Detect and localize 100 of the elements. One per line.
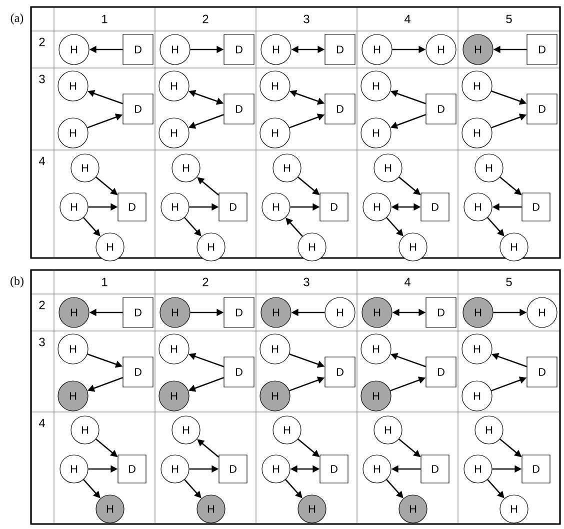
arrow <box>197 439 220 458</box>
square-node: D <box>526 94 558 124</box>
square-node: D <box>426 94 456 124</box>
circle-node: H <box>96 232 124 262</box>
arrow <box>197 177 220 196</box>
square-node: D <box>224 297 254 328</box>
circle-node: H <box>196 232 226 262</box>
circle-node: H <box>260 118 290 148</box>
circle-node: H <box>58 334 88 364</box>
circle-node: H <box>374 416 402 444</box>
circle-node: H <box>360 380 392 412</box>
header-number: 3 <box>39 338 45 346</box>
panel-label: (b) <box>10 276 24 288</box>
square-node: D <box>522 192 550 222</box>
square-node: D <box>526 356 558 388</box>
header-number: 2 <box>39 300 45 310</box>
circle-node: H <box>160 192 190 222</box>
circle-node: H <box>60 454 88 484</box>
square-node: D <box>522 454 550 484</box>
square-node: D <box>324 356 356 388</box>
circle-node: H <box>262 192 290 222</box>
circle-node: H <box>260 334 290 364</box>
circle-node: H <box>374 154 402 182</box>
square-node: D <box>320 192 348 222</box>
square-node: D <box>122 34 154 65</box>
circle-node: H <box>426 34 456 65</box>
circle-node: H <box>362 297 392 328</box>
circle-node: H <box>158 70 190 102</box>
circle-node: H <box>260 297 292 328</box>
header-number: 2 <box>202 278 208 286</box>
circle-node: H <box>58 297 90 328</box>
circle-node: H <box>462 334 492 364</box>
square-node: D <box>426 356 456 388</box>
circle-node: H <box>60 192 88 222</box>
circle-node: H <box>196 494 226 524</box>
circle-node: H <box>474 416 504 444</box>
header-number: 4 <box>38 418 45 428</box>
circle-node: H <box>362 34 392 65</box>
circle-node: H <box>160 454 190 484</box>
circle-node: H <box>360 334 392 364</box>
header-number: 1 <box>102 14 108 24</box>
circle-node: H <box>260 34 292 65</box>
circle-node: H <box>398 232 428 262</box>
square-node: D <box>320 454 348 484</box>
header-number: 5 <box>506 14 512 24</box>
header-number: 3 <box>304 278 310 286</box>
header-number: 2 <box>202 14 208 24</box>
circle-node: H <box>58 118 88 148</box>
circle-node: H <box>158 380 190 412</box>
circle-node: H <box>360 118 392 148</box>
panel-label: (a) <box>10 14 24 24</box>
circle-node: H <box>500 232 528 262</box>
circle-node: H <box>272 416 302 444</box>
circle-node: H <box>462 70 492 102</box>
header-number: 1 <box>102 278 108 286</box>
circle-node: H <box>464 454 492 484</box>
circle-node: H <box>58 380 88 412</box>
circle-node: H <box>70 154 100 182</box>
circle-node: H <box>398 494 428 524</box>
header-number: 5 <box>506 278 512 286</box>
square-node: D <box>526 34 558 65</box>
square-node: D <box>118 192 146 222</box>
square-node: D <box>122 297 154 328</box>
circle-node: H <box>360 70 392 102</box>
square-node: D <box>324 34 356 65</box>
circle-node: H <box>272 154 302 182</box>
circle-node: H <box>158 334 190 364</box>
square-node: D <box>224 356 254 388</box>
circle-node: H <box>462 34 494 65</box>
circle-node: H <box>158 118 190 148</box>
circle-node: H <box>464 192 492 222</box>
circle-node: H <box>262 454 290 484</box>
circle-node: H <box>526 297 558 328</box>
circle-node: H <box>260 70 290 102</box>
circle-node: H <box>160 34 190 65</box>
header-number: 3 <box>39 74 45 84</box>
square-node: D <box>122 94 154 124</box>
circle-node: H <box>160 297 190 328</box>
circle-node: H <box>298 232 326 262</box>
square-node: D <box>122 356 154 388</box>
square-node: D <box>420 192 450 222</box>
circle-node: H <box>96 494 124 524</box>
square-node: D <box>420 454 450 484</box>
circle-node: H <box>462 380 492 412</box>
circle-node: H <box>362 192 392 222</box>
header-number: 4 <box>404 14 410 24</box>
circle-node: H <box>172 416 200 444</box>
circle-node: H <box>474 154 504 182</box>
header-number: 3 <box>304 14 310 24</box>
circle-node: H <box>324 297 356 328</box>
circle-node: H <box>172 154 200 182</box>
square-node: D <box>118 454 146 484</box>
circle-node: H <box>362 454 392 484</box>
square-node: D <box>218 454 248 484</box>
square-node: D <box>426 297 456 328</box>
header-number: 4 <box>404 278 410 286</box>
header-number: 2 <box>39 38 45 46</box>
circle-node: H <box>500 494 528 524</box>
circle-node: H <box>70 416 100 444</box>
circle-node: H <box>58 70 88 102</box>
